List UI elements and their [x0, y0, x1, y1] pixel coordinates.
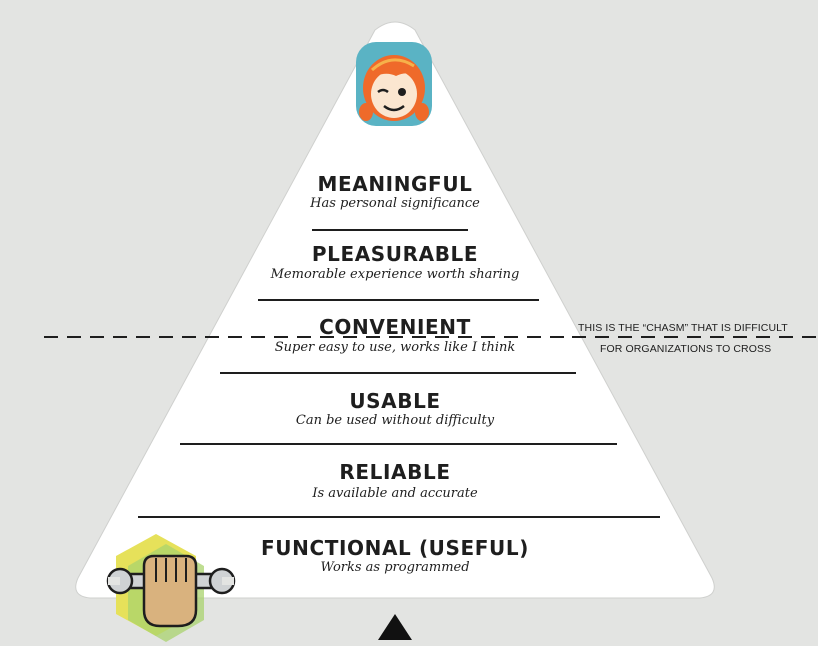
pyramid-shape: [75, 21, 715, 599]
level-subtitle-convenient: Super easy to use, works like I think: [274, 340, 516, 355]
level-subtitle-usable: Can be used without difficulty: [295, 413, 495, 428]
chasm-note-line1: THIS IS THE “CHASM” THAT IS DIFFICULT: [578, 322, 788, 334]
level-title-pleasurable: PLEASURABLE: [311, 242, 479, 266]
smiling-girl-face-icon: [356, 42, 432, 126]
level-subtitle-meaningful: Has personal significance: [310, 196, 480, 211]
level-title-convenient: CONVENIENT: [319, 315, 471, 339]
level-title-meaningful: MEANINGFUL: [317, 172, 473, 196]
level-subtitle-functional: Works as programmed: [320, 560, 470, 575]
fist-holding-wrench-icon: [106, 534, 236, 642]
level-subtitle-reliable: Is available and accurate: [312, 486, 478, 501]
up-arrow-triangle-icon: [378, 614, 412, 640]
level-subtitle-pleasurable: Memorable experience worth sharing: [270, 267, 520, 282]
level-title-functional: FUNCTIONAL (USEFUL): [261, 536, 529, 560]
level-title-usable: USABLE: [349, 389, 441, 413]
chasm-note-line2: FOR ORGANIZATIONS TO CROSS: [600, 343, 772, 355]
level-title-reliable: RELIABLE: [339, 460, 451, 484]
